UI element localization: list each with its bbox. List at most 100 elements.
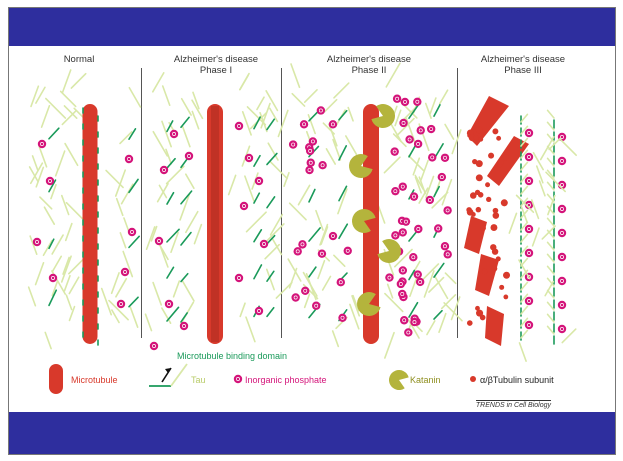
- tau-protein: [298, 185, 309, 204]
- binding-domain-segment: [129, 179, 138, 192]
- microtubule-fragment: [475, 254, 499, 296]
- tau-protein: [385, 333, 394, 358]
- tubulin-subunit: [493, 208, 499, 214]
- phosphate-icon: [558, 325, 566, 333]
- phosphate-icon: [400, 316, 408, 324]
- tau-protein: [541, 137, 554, 160]
- phosphate-icon: [434, 224, 442, 232]
- tubulin-subunit: [476, 126, 483, 133]
- tubulin-subunit: [481, 225, 486, 230]
- phosphate-icon: [309, 137, 317, 145]
- tau-protein: [384, 157, 400, 173]
- tau-protein: [307, 274, 316, 300]
- phosphate-icon: [525, 153, 533, 161]
- tau-protein: [153, 283, 161, 305]
- tau-protein: [548, 302, 554, 310]
- tau-protein: [247, 212, 266, 231]
- phosphate-icon: [38, 140, 46, 148]
- tubulin-subunit: [492, 248, 498, 254]
- phosphate-icon: [318, 250, 326, 258]
- phosphate-icon: [234, 375, 242, 383]
- microtubule: [83, 104, 98, 344]
- tau-protein: [61, 91, 76, 106]
- binding-domain-segment: [409, 270, 414, 279]
- tau-protein: [284, 173, 289, 186]
- top-banner: [9, 8, 615, 46]
- tau-protein: [348, 108, 353, 121]
- phosphate-icon: [417, 126, 425, 134]
- phosphate-icon: [399, 228, 407, 236]
- tau-protein: [120, 233, 125, 248]
- tau-protein: [163, 86, 170, 105]
- phosphate-icon: [525, 249, 533, 257]
- tau-protein: [410, 278, 416, 296]
- binding-domain-segment: [309, 267, 316, 277]
- phosphate-icon: [150, 342, 158, 350]
- figure: Normal Alzheimer's disease Phase I Alzhe…: [9, 46, 615, 412]
- tau-protein: [320, 225, 327, 245]
- tau-protein: [548, 290, 554, 298]
- tubulin-subunit: [485, 182, 490, 187]
- tau-protein: [548, 158, 554, 166]
- tau-protein: [346, 136, 357, 154]
- phosphate-icon: [300, 120, 308, 128]
- phosphate-icon: [155, 237, 163, 245]
- phosphate-icon: [291, 293, 299, 301]
- figure-credit: TRENDS in Cell Biology: [476, 400, 551, 409]
- tau-protein: [452, 130, 461, 153]
- tau-protein: [548, 326, 554, 334]
- phosphate-icon: [165, 300, 173, 308]
- legend-tubulin-label: α/βTubulin subunit: [480, 375, 554, 385]
- tau-protein: [509, 213, 516, 233]
- binding-domain-segment: [267, 308, 274, 317]
- tau-protein: [180, 194, 189, 220]
- tau-protein: [112, 310, 119, 322]
- tubulin-subunit: [488, 153, 494, 159]
- phosphate-icon: [558, 253, 566, 261]
- binding-domain-segment: [309, 228, 320, 241]
- binding-domain-segment: [129, 236, 139, 247]
- phosphate-icon: [428, 153, 436, 161]
- legend-phosphate-label: Inorganic phosphate: [245, 375, 327, 385]
- tau-protein: [290, 203, 306, 219]
- tubulin-subunit: [501, 199, 508, 206]
- tau-protein: [43, 241, 51, 256]
- phosphate-icon: [160, 166, 168, 174]
- phosphate-icon: [525, 321, 533, 329]
- tau-protein: [257, 97, 264, 109]
- tau-protein: [548, 314, 554, 322]
- tau-protein: [521, 162, 527, 170]
- tubulin-subunit: [476, 160, 483, 167]
- tau-protein: [129, 88, 140, 107]
- tau-protein: [44, 207, 54, 224]
- phosphate-icon: [426, 196, 434, 204]
- phosphate-icon: [438, 173, 446, 181]
- tau-protein: [548, 110, 554, 118]
- tau-protein: [166, 149, 171, 163]
- tau-protein: [116, 170, 125, 196]
- tau-protein: [288, 259, 301, 281]
- phosphate-icon: [398, 290, 406, 298]
- tau-protein: [243, 112, 251, 135]
- phosphate-icon: [391, 187, 399, 195]
- phosphate-icon: [125, 155, 133, 163]
- phosphate-icon: [443, 250, 451, 258]
- tau-protein: [519, 343, 526, 361]
- tau-protein: [333, 140, 340, 160]
- tau-protein: [548, 218, 554, 226]
- tau-protein: [153, 73, 164, 92]
- phosphate-icon: [46, 177, 54, 185]
- tubulin-subunit: [503, 154, 509, 160]
- binding-domain-segment: [167, 267, 174, 278]
- phosphate-icon: [414, 140, 422, 148]
- tubulin-subunit: [496, 256, 501, 261]
- tau-protein: [548, 254, 554, 262]
- tau-protein: [318, 261, 324, 279]
- tau-protein: [278, 110, 287, 136]
- phosphate-icon: [558, 229, 566, 237]
- tau-protein: [426, 176, 434, 197]
- tau-protein: [229, 175, 236, 194]
- phosphate-icon: [399, 266, 407, 274]
- tau-protein: [71, 74, 85, 88]
- tau-protein: [521, 282, 527, 290]
